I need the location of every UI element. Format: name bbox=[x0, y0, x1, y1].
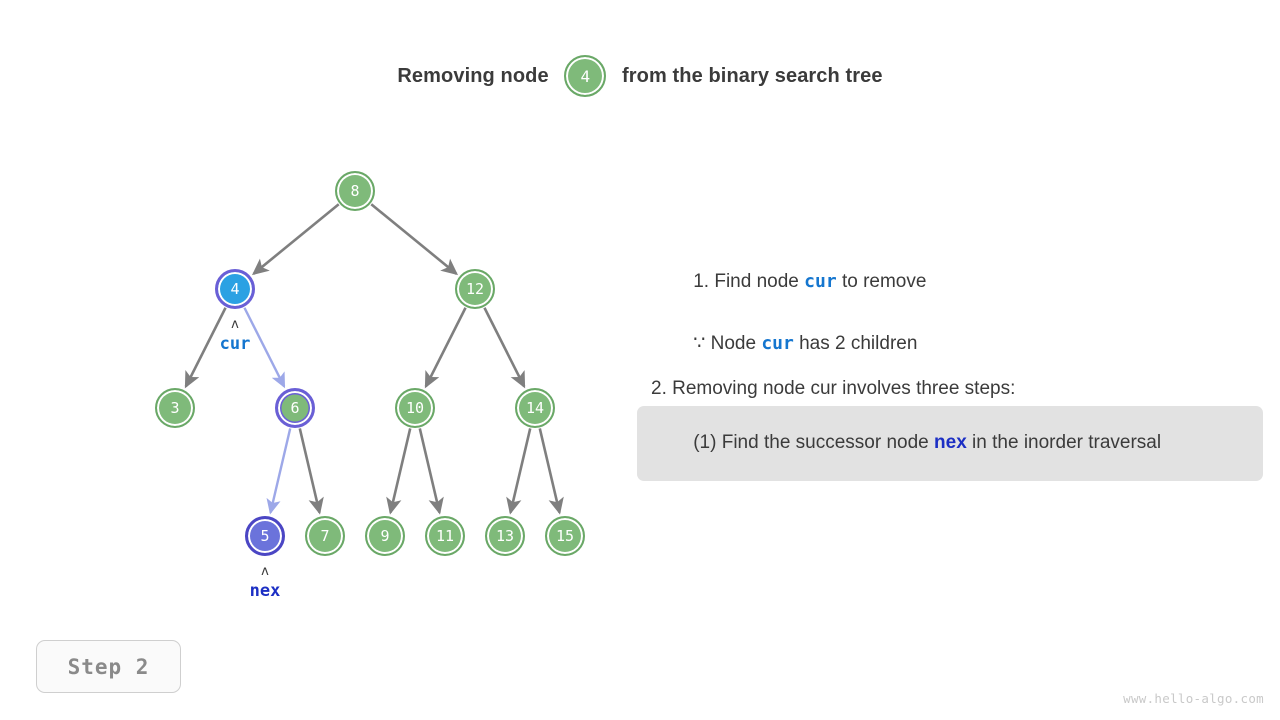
tree-edge bbox=[506, 428, 532, 515]
tree-node-15: 15 bbox=[545, 516, 585, 556]
step-badge: Step 2 bbox=[36, 640, 181, 693]
tree-node-8: 8 bbox=[335, 171, 375, 211]
tree-edge bbox=[386, 428, 412, 515]
note-line-1: 1. Find node cur to remove bbox=[651, 252, 926, 312]
note1-keyword-cur: cur bbox=[804, 270, 837, 292]
caret-icon: ʌ bbox=[231, 317, 239, 332]
tree-node-14: 14 bbox=[515, 388, 555, 428]
tree-edge bbox=[424, 307, 467, 389]
tree-edge bbox=[483, 307, 526, 389]
tree-edge bbox=[538, 428, 564, 515]
title-suffix: from the binary search tree bbox=[616, 64, 883, 87]
note1-before: 1. Find node bbox=[693, 270, 805, 292]
note2-after: has 2 children bbox=[793, 332, 918, 354]
tree-edge bbox=[298, 428, 324, 515]
note1-after: to remove bbox=[836, 270, 927, 292]
tree-edge bbox=[251, 203, 340, 276]
tree-node-3: 3 bbox=[155, 388, 195, 428]
note4-after: in the inorder traversal bbox=[966, 431, 1162, 453]
ptr-cur: ʌ cur bbox=[220, 318, 251, 353]
note-line-2: ∵ Node cur has 2 children bbox=[651, 314, 917, 374]
page-title: Removing node 4 from the binary search t… bbox=[0, 55, 1280, 97]
note2-keyword-cur: cur bbox=[761, 332, 794, 354]
note-line-4-highlighted: (1) Find the successor node nex in the i… bbox=[637, 406, 1263, 481]
tree-edge bbox=[418, 428, 444, 515]
tree-node-12: 12 bbox=[455, 269, 495, 309]
ptr-nex: ʌ nex bbox=[250, 565, 281, 600]
watermark: www.hello-algo.com bbox=[1123, 691, 1264, 706]
tree-node-5: 5 bbox=[245, 516, 285, 556]
tree-node-10: 10 bbox=[395, 388, 435, 428]
note-line-3: 2. Removing node cur involves three step… bbox=[651, 379, 1015, 399]
caret-icon: ʌ bbox=[261, 564, 269, 579]
ptr-nex-text: nex bbox=[249, 581, 281, 601]
note4-before: (1) Find the successor node bbox=[693, 431, 935, 453]
note4-keyword-nex: nex bbox=[934, 431, 967, 453]
tree-node-11: 11 bbox=[425, 516, 465, 556]
title-prefix: Removing node bbox=[397, 64, 555, 87]
tree-node-7: 7 bbox=[305, 516, 345, 556]
tree-node-6: 6 bbox=[275, 388, 315, 428]
note2-before: ∵ Node bbox=[693, 332, 762, 354]
tree-node-4: 4 bbox=[215, 269, 255, 309]
title-node-badge: 4 bbox=[564, 55, 607, 97]
note3-text: 2. Removing node cur involves three step… bbox=[651, 378, 1016, 399]
tree-edge bbox=[243, 307, 286, 389]
tree-node-9: 9 bbox=[365, 516, 405, 556]
ptr-cur-text: cur bbox=[219, 334, 251, 354]
tree-edge bbox=[266, 428, 292, 515]
tree-node-13: 13 bbox=[485, 516, 525, 556]
tree-edge bbox=[370, 203, 459, 276]
